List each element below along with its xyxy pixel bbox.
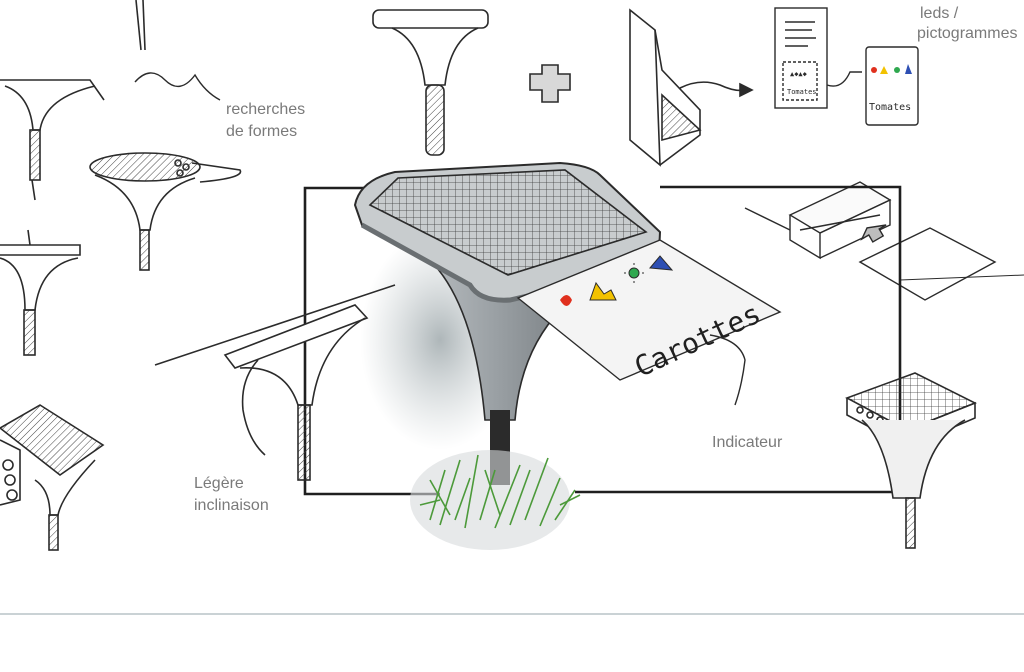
tilted-funnel-sketch: [154, 284, 396, 481]
insert-sheet-sketch: ▲◆▲◆ Tomates: [774, 7, 862, 109]
annotation-pictogrammes: pictogrammes: [917, 25, 1018, 42]
folded-card-sketch: [629, 8, 754, 167]
form-sketch-led-stool: [845, 372, 977, 549]
annotation-leds: leds /: [920, 5, 959, 22]
led-yellow: [589, 281, 617, 301]
form-sketch-funnel-2: [0, 229, 81, 356]
annotation-de-formes: de formes: [226, 123, 298, 140]
plus-icon: [529, 64, 571, 103]
form-sketch-top-funnel: [372, 9, 489, 156]
annotation-indicateur: Indicateur: [712, 434, 783, 451]
grass-tuft: [410, 450, 581, 550]
form-sketch-funnel-1: [0, 79, 105, 201]
led-red: [560, 295, 572, 306]
small-card-label: Tomates: [869, 102, 911, 113]
form-sketch-top-stem: [135, 0, 146, 51]
small-card-sketch: Tomates: [865, 46, 919, 126]
sheet-card-label: Tomates: [787, 88, 817, 96]
led-blue: [649, 255, 674, 271]
annotation-inclinaison: inclinaison: [194, 497, 269, 514]
main-product-render: Carottes: [353, 161, 782, 550]
annotation-recherches: recherches: [226, 101, 306, 118]
form-sketch-disc-stool: [89, 152, 242, 271]
led-green: [628, 267, 640, 279]
annotation-legere: Légère: [194, 475, 244, 492]
squiggle-formes: [134, 72, 221, 101]
form-sketch-panel-stool: [0, 404, 105, 551]
svg-text:▲◆▲◆: ▲◆▲◆: [790, 70, 808, 78]
card-slot-box-sketch: [744, 181, 1024, 301]
